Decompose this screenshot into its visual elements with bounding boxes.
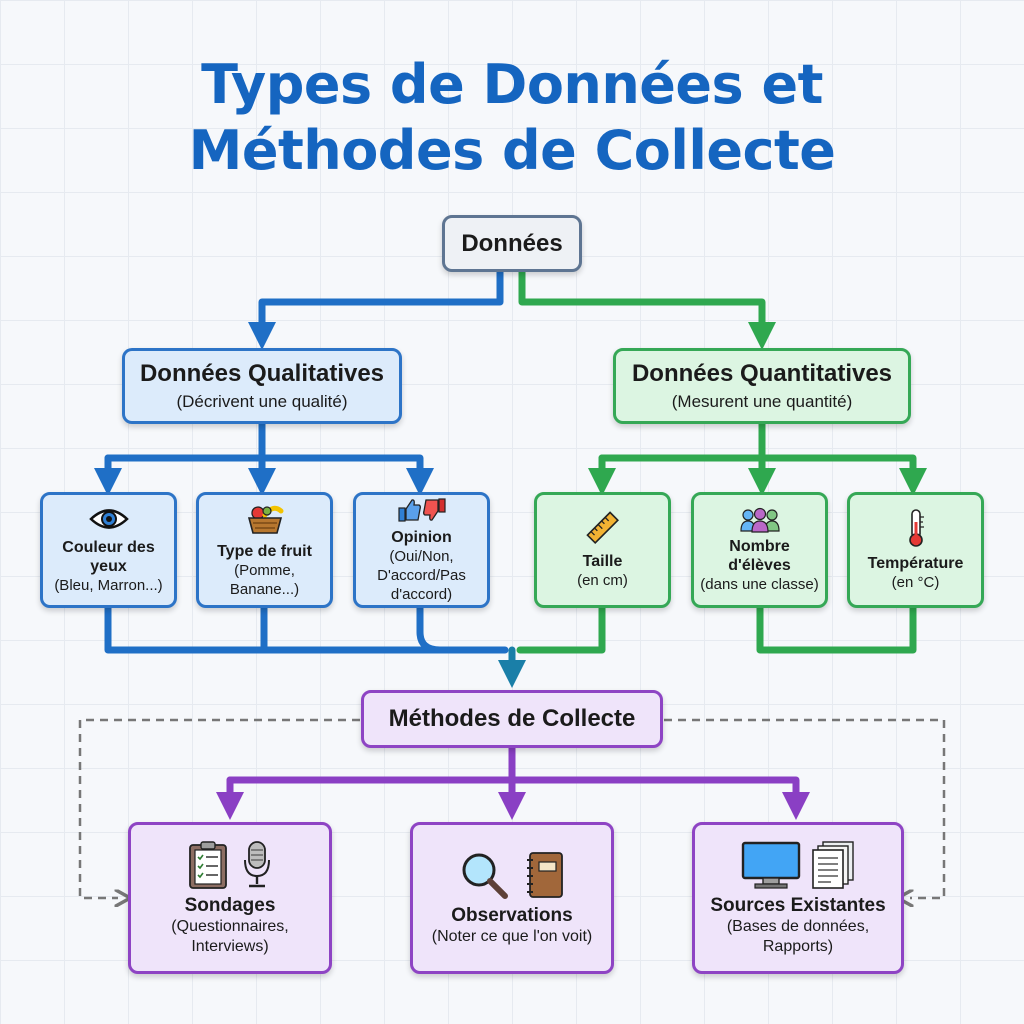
dashed-arrow-right xyxy=(664,718,946,898)
root-label: Données xyxy=(461,229,563,257)
method-surveys-subtitle: (Questionnaires, Interviews) xyxy=(171,917,289,955)
qualitative-node: Données Qualitatives (Décrivent une qual… xyxy=(122,348,402,424)
quantitative-node: Données Quantitatives (Mesurent une quan… xyxy=(613,348,911,424)
item-height-title: Taille xyxy=(582,553,623,570)
item-student-count-subtitle: (dans une classe) xyxy=(700,575,819,593)
quantitative-title: Données Quantitatives xyxy=(631,360,893,387)
qualitative-subtitle: (Décrivent une qualité) xyxy=(176,392,348,411)
item-height-subtitle: (en cm) xyxy=(577,572,628,589)
people-icon xyxy=(739,507,780,533)
converge-lines-quantitative xyxy=(516,604,917,654)
item-fruit-type-subtitle: (Pomme, Banane...) xyxy=(229,561,300,598)
thumbs-up-down-icon xyxy=(397,498,446,522)
arrow-root-to-qualitative xyxy=(248,268,504,350)
method-observations-subtitle: (Noter ce que l'on voit) xyxy=(431,927,593,945)
item-eye-color: Couleur des yeux (Bleu, Marron...) xyxy=(40,492,177,608)
item-eye-color-title: Couleur des yeux xyxy=(62,538,155,575)
item-temperature: Température (en °C) xyxy=(847,492,984,608)
item-fruit-type-title: Type de fruit xyxy=(217,542,312,560)
fruit-basket-icon xyxy=(247,505,283,534)
title-line-2: Méthodes de Collecte xyxy=(188,119,836,182)
notebook-icon xyxy=(527,851,563,898)
arrow-root-to-quantitative xyxy=(518,268,776,350)
quantitative-subtitle: (Mesurent une quantité) xyxy=(671,392,853,411)
item-fruit-type: Type de fruit (Pomme, Banane...) xyxy=(196,492,333,608)
title-line-1: Types de Données et xyxy=(201,53,823,116)
methods-title: Méthodes de Collecte xyxy=(388,705,636,732)
method-surveys-title: Sondages xyxy=(184,894,276,916)
item-opinion-title: Opinion xyxy=(391,529,452,546)
item-temperature-subtitle: (en °C) xyxy=(891,574,940,591)
page-title: Types de Données et Méthodes de Collecte xyxy=(0,52,1024,184)
method-observations: Observations (Noter ce que l'on voit) xyxy=(410,822,614,974)
method-existing-sources: Sources Existantes (Bases de données, Ra… xyxy=(692,822,904,974)
microphone-icon xyxy=(244,840,270,887)
method-existing-sources-subtitle: (Bases de données, Rapports) xyxy=(726,917,870,955)
qualitative-title: Données Qualitatives xyxy=(139,360,385,387)
clipboard-icon xyxy=(189,840,227,889)
item-eye-color-subtitle: (Bleu, Marron...) xyxy=(54,576,163,594)
method-observations-title: Observations xyxy=(451,904,573,926)
method-surveys: Sondages (Questionnaires, Interviews) xyxy=(128,822,332,974)
converge-lines-qualitative xyxy=(104,604,509,654)
item-student-count: Nombre d'élèves (dans une classe) xyxy=(691,492,828,608)
documents-icon xyxy=(812,840,854,889)
dashed-arrow-left xyxy=(78,718,360,898)
item-height: Taille (en cm) xyxy=(534,492,671,608)
root-node: Données xyxy=(442,215,582,272)
item-student-count-title: Nombre d'élèves xyxy=(728,537,791,574)
computer-monitor-icon xyxy=(741,841,801,889)
eye-icon xyxy=(88,508,129,529)
method-existing-sources-title: Sources Existantes xyxy=(710,894,886,916)
ruler-icon xyxy=(585,511,619,544)
item-opinion: Opinion (Oui/Non, D'accord/Pas d'accord) xyxy=(353,492,490,608)
arrows-quantitative-items xyxy=(598,420,913,482)
item-temperature-title: Température xyxy=(867,555,964,572)
magnifier-icon xyxy=(462,853,508,899)
thermometer-icon xyxy=(908,509,924,547)
methods-node: Méthodes de Collecte xyxy=(361,690,663,748)
item-opinion-subtitle: (Oui/Non, D'accord/Pas d'accord) xyxy=(377,548,466,603)
